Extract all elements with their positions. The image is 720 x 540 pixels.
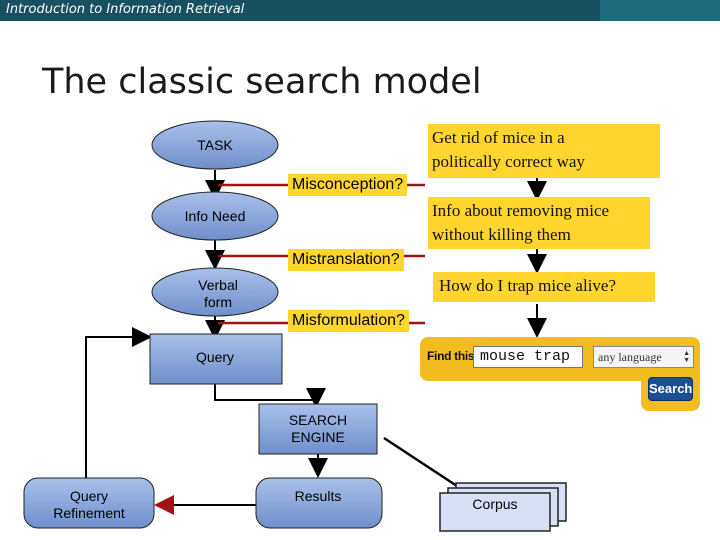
slide-title: The classic search model xyxy=(42,62,482,102)
query-node xyxy=(149,333,283,385)
results-label: Results xyxy=(294,488,342,504)
verbal-form-node xyxy=(151,267,279,317)
find-this-label: Find this: xyxy=(427,349,478,363)
misconception-label: Misconception? xyxy=(288,174,408,196)
search-engine-node xyxy=(258,403,378,455)
example-info-need-line1: Info about removing mice xyxy=(432,201,610,220)
example-info-need-box: Info about removing mice without killing… xyxy=(428,197,650,249)
example-verbal-form-box: How do I trap mice alive? xyxy=(433,272,655,302)
search-button[interactable]: Search xyxy=(648,377,693,401)
query-refinement-label: Query Refinement xyxy=(24,488,154,522)
query-label: Query xyxy=(195,349,235,365)
search-engine-line1: SEARCH xyxy=(288,412,348,428)
corpus-label: Corpus xyxy=(472,496,518,512)
language-select[interactable]: any language ▲▼ xyxy=(593,346,694,368)
search-input[interactable]: mouse trap xyxy=(473,346,583,368)
example-task-box: Get rid of mice in a politically correct… xyxy=(428,124,660,178)
arrow-query-to-engine xyxy=(214,384,326,408)
corpus-stack xyxy=(439,482,567,532)
line-corpus-to-engine xyxy=(383,436,461,490)
misformulation-label: Misformulation? xyxy=(288,310,409,332)
verbal-form-line1: Verbal xyxy=(198,277,238,293)
header-bar xyxy=(0,0,600,21)
results-node xyxy=(255,477,383,529)
mistranslation-label: Mistranslation? xyxy=(288,249,404,271)
task-node xyxy=(151,120,279,170)
example-task-line1: Get rid of mice in a xyxy=(432,128,565,147)
search-engine-label: SEARCH ENGINE xyxy=(259,412,377,446)
info-need-node xyxy=(151,191,279,241)
header-accent xyxy=(600,0,720,21)
info-need-label: Info Need xyxy=(184,208,246,224)
task-label: TASK xyxy=(197,137,233,153)
header-text: Introduction to Information Retrieval xyxy=(6,2,245,17)
search-engine-line2: ENGINE xyxy=(291,429,345,445)
example-task-line2: politically correct way xyxy=(432,152,585,171)
select-arrows-icon: ▲▼ xyxy=(683,349,690,364)
query-refinement-line1: Query xyxy=(69,488,109,504)
verbal-form-line2: form xyxy=(204,294,232,310)
search-widget: Find this: mouse trap any language ▲▼ Se… xyxy=(420,337,700,411)
language-select-value: any language xyxy=(598,350,662,364)
verbal-form-label: Verbal form xyxy=(158,277,278,311)
query-refinement-node xyxy=(23,477,155,529)
example-info-need-line2: without killing them xyxy=(432,225,571,244)
query-refinement-line2: Refinement xyxy=(53,505,125,521)
arrow-refinement-to-query xyxy=(85,327,152,478)
